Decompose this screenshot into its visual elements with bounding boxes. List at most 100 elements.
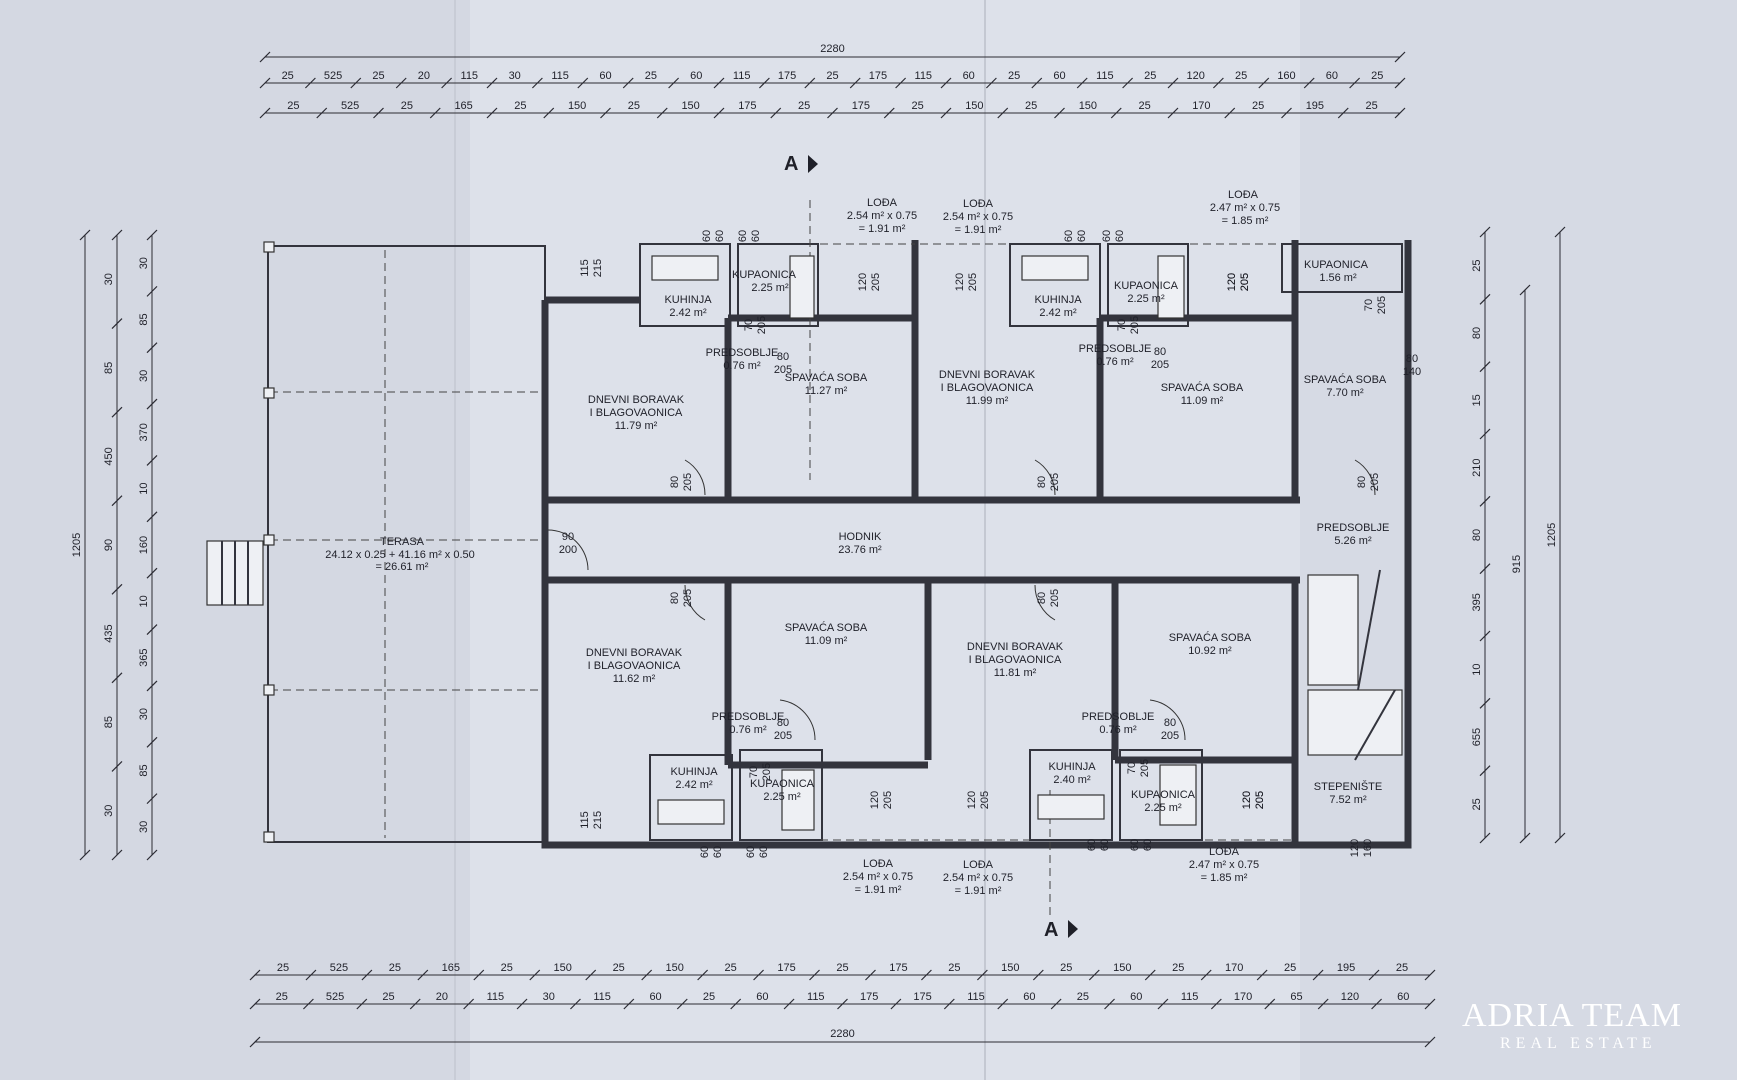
dimension-label: 25 <box>401 100 413 112</box>
room-name: SPAVAĆA SOBA <box>785 621 868 634</box>
room-area: 0.76 m² <box>723 360 761 372</box>
door-dimension: 120 <box>857 273 869 291</box>
dimension-tick <box>1110 107 1122 119</box>
dimension-label: 25 <box>798 100 810 112</box>
dimension-label: 20 <box>418 70 430 82</box>
door-dimension: 120 <box>1226 273 1238 291</box>
room-name: KUHINJA <box>1034 294 1082 306</box>
dimension-label: 165 <box>442 962 460 974</box>
dimension-tick <box>1394 51 1406 63</box>
dimension-tick <box>1303 77 1315 89</box>
dimension-tick <box>985 77 997 89</box>
dimension-total: 2280 <box>820 43 844 55</box>
dimension-tick <box>1167 107 1179 119</box>
room-area: 0.76 m² <box>1099 724 1137 736</box>
dimension-label: 60 <box>1023 991 1035 1003</box>
kitchen-block <box>649 754 733 841</box>
room-area: 11.62 m² <box>613 673 656 685</box>
dimension-tick <box>713 77 725 89</box>
dimension-tick <box>804 77 816 89</box>
dimension-tick <box>249 1036 261 1048</box>
dimension-tick <box>883 107 895 119</box>
dimension-tick <box>1050 998 1062 1010</box>
dimension-label: 60 <box>1326 70 1338 82</box>
bath-block <box>737 243 819 327</box>
door-dimension: 205 <box>1151 359 1169 371</box>
dimension-label: 25 <box>1172 962 1184 974</box>
dimension-tick <box>486 77 498 89</box>
dimension-label: 115 <box>461 70 479 82</box>
dimension-tick <box>1479 293 1491 305</box>
section-letter: A <box>784 153 798 175</box>
dimension-tick <box>585 969 597 981</box>
room-name: KUHINJA <box>664 294 712 306</box>
door-dimension: 205 <box>774 730 792 742</box>
dimension-label: 25 <box>514 100 526 112</box>
room-area: 2.25 m² <box>751 282 789 294</box>
door-dimension: 205 <box>882 791 894 809</box>
dimension-tick <box>1200 969 1212 981</box>
room-name: KUPAONICA <box>1131 789 1196 801</box>
dimension-tick <box>940 77 952 89</box>
dimension-label: 25 <box>1471 260 1483 272</box>
dimension-label: 170 <box>1234 991 1252 1003</box>
door-swing <box>779 699 816 741</box>
dimension-label: 60 <box>1053 70 1065 82</box>
door-dimension: 60 <box>750 230 762 242</box>
dimension-tick <box>111 495 123 507</box>
door-dimension: 205 <box>1049 473 1061 491</box>
door-dimension: 60 <box>1086 839 1098 851</box>
dimension-tick <box>146 849 158 861</box>
dimension-label: 150 <box>1113 962 1131 974</box>
loggia-calc: 2.54 m² x 0.75 <box>847 210 917 222</box>
door-dimension: 205 <box>1254 791 1266 809</box>
dimension-tick <box>1554 832 1566 844</box>
room-area: 7.70 m² <box>1326 387 1364 399</box>
dimension-tick <box>1479 630 1491 642</box>
dimension-label: 175 <box>913 991 931 1003</box>
door-dimension: 70 <box>743 319 755 331</box>
dimension-tick <box>997 107 1009 119</box>
dimension-tick <box>259 77 271 89</box>
dimension-label: 435 <box>103 624 115 642</box>
loggia-calc: 2.54 m² x 0.75 <box>843 871 913 883</box>
door-dimension: 60 <box>701 230 713 242</box>
dimension-tick <box>146 624 158 635</box>
dimension-label: 25 <box>948 962 960 974</box>
dimension-tick <box>1281 107 1292 119</box>
dimension-label: 65 <box>1290 991 1302 1003</box>
door-swing <box>1034 459 1056 496</box>
shower <box>789 255 815 319</box>
door-dimension: 120 <box>1349 839 1361 857</box>
dimension-tick <box>1032 969 1044 981</box>
door-dimension: 70 <box>1126 762 1138 774</box>
dimension-label: 115 <box>1096 70 1114 82</box>
dimension-label: 15 <box>1471 394 1483 406</box>
door-dimension: 120 <box>869 791 881 809</box>
dimension-label: 60 <box>599 70 611 82</box>
dimension-tick <box>1479 495 1491 507</box>
dimension-label: 120 <box>1341 991 1359 1003</box>
dimension-label: 25 <box>703 991 715 1003</box>
door-dimension: 70 <box>1363 299 1375 311</box>
dimension-tick <box>849 77 861 89</box>
section-mark-bottom: A <box>1044 919 1078 941</box>
dimension-tick <box>111 406 123 418</box>
dimension-label: 150 <box>554 962 572 974</box>
bath-block <box>1119 749 1203 841</box>
loggia-area: = 1.91 m² <box>955 885 1002 897</box>
dimension-tick <box>577 77 589 89</box>
dimension-tick <box>865 969 876 981</box>
room-area: 10.92 m² <box>1188 645 1232 657</box>
terrace-post <box>263 241 275 253</box>
dimension-label: 525 <box>324 70 342 82</box>
door-dimension: 205 <box>1369 473 1381 491</box>
door-dimension: 205 <box>761 763 773 781</box>
room-area: 1.56 m² <box>1319 272 1357 284</box>
room-area: 0.76 m² <box>729 724 767 736</box>
dimension-tick <box>531 77 543 89</box>
loggia-area: = 1.91 m² <box>955 224 1002 236</box>
door-dimension: 205 <box>1139 759 1151 777</box>
room-area: 11.99 m² <box>966 395 1009 407</box>
room-area: 2.25 m² <box>1144 802 1182 814</box>
